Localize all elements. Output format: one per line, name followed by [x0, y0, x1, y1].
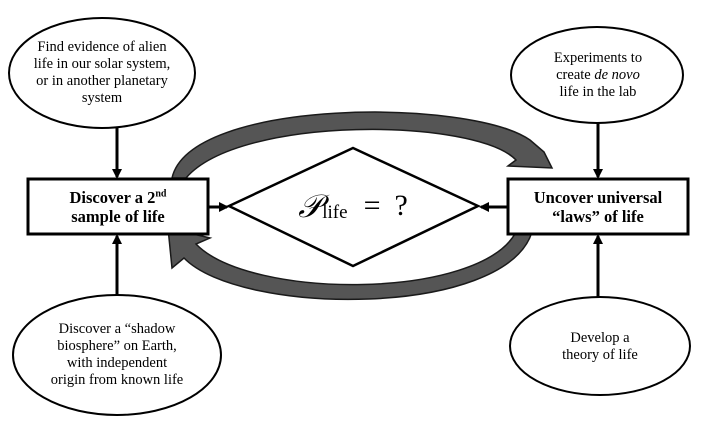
oval-de-novo-text: Experiments to create de novo life in th…: [516, 45, 680, 105]
oval-alien-evidence: [8, 17, 196, 129]
oval-alien-line-3: or in another planetary: [36, 73, 168, 89]
box-second-sample-line-1: Discover a 2nd: [70, 188, 167, 207]
oval-theory-line-2: theory of life: [562, 347, 638, 363]
oval-shadow-line-4: origin from known life: [50, 372, 184, 388]
oval-alien-evidence-text: Find evidence of alien life in our solar…: [14, 30, 190, 116]
oval-theory-line-1: Develop a: [570, 330, 630, 346]
probability-symbol: 𝒫: [298, 186, 322, 225]
box-second-sample-line-1-text: Discover a 2: [69, 187, 156, 207]
oval-alien-line-4: system: [81, 90, 123, 106]
box-universal-laws-line-2: “laws” of life: [552, 206, 644, 226]
box-second-sample-text: Discover a 2nd sample of life: [30, 181, 206, 232]
oval-de-novo-prefix: create: [556, 66, 595, 83]
equals-sign: =: [363, 189, 381, 222]
oval-shadow-line-1: Discover a “shadow: [58, 321, 176, 337]
center-diamond: [226, 146, 481, 268]
oval-de-novo-line-3: life in the lab: [559, 83, 637, 100]
oval-shadow-line-2: biosphere” on Earth,: [57, 338, 177, 354]
oval-shadow-line-3: with independent: [66, 355, 168, 371]
oval-theory-text: Develop a theory of life: [530, 326, 670, 368]
oval-de-novo-italic: de novo: [594, 66, 640, 83]
oval-de-novo-line-1: Experiments to: [553, 49, 643, 66]
box-universal-laws-line-1: Uncover universal: [533, 187, 663, 207]
oval-theory-of-life: [509, 296, 691, 396]
box-second-sample: [26, 177, 210, 236]
oval-alien-line-2: life in our solar system,: [33, 56, 171, 72]
unknown-value: ?: [394, 189, 408, 222]
oval-alien-line-1: Find evidence of alien: [37, 39, 167, 55]
oval-de-novo-line-2: create de novo: [554, 67, 642, 84]
probability-subscript: life: [322, 202, 348, 223]
box-second-sample-sup: nd: [155, 188, 167, 199]
box-universal-laws-text: Uncover universal “laws” of life: [510, 181, 686, 232]
upper-cycle-arrow: [171, 111, 554, 179]
box-second-sample-line-2: sample of life: [71, 206, 165, 226]
oval-shadow-biosphere-text: Discover a “shadow biosphere” on Earth, …: [24, 312, 210, 398]
